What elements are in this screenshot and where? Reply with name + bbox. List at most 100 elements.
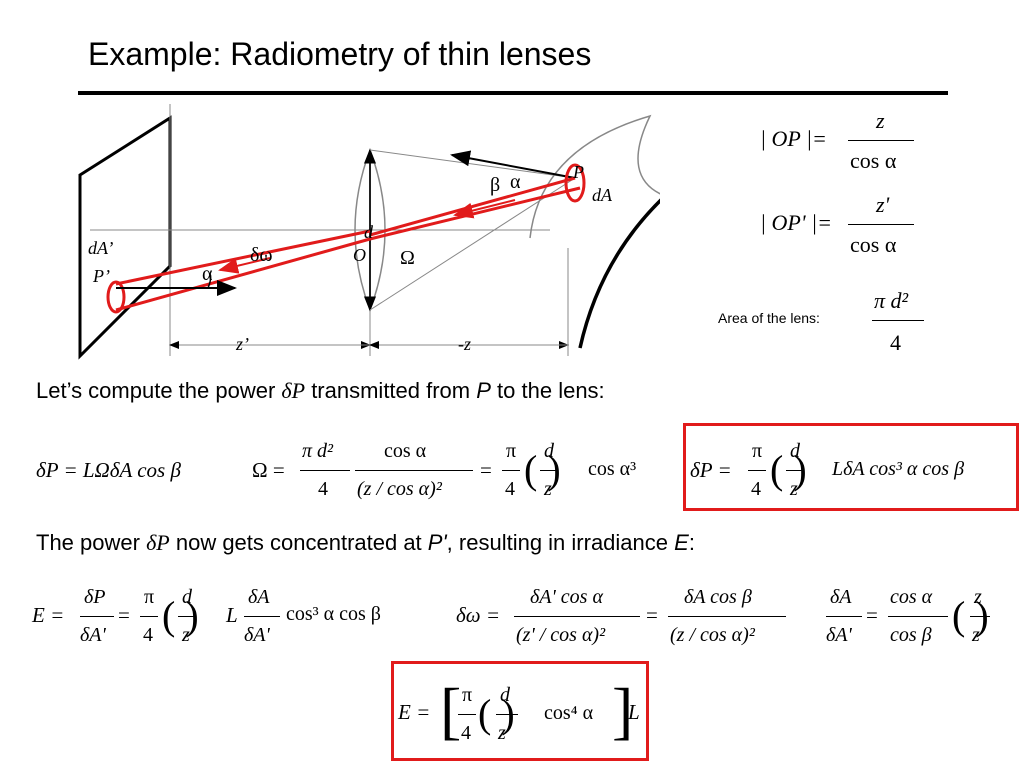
eq-power-z: z [790, 478, 798, 500]
sentence-power-transmitted: Let’s compute the power δP transmitted f… [36, 378, 605, 404]
eq-final-d: d [500, 684, 510, 706]
eq-omega-equals: = [480, 458, 492, 482]
ray-upper [369, 176, 576, 237]
opp-den: cos α [850, 232, 897, 257]
eq-domega-f2-num: δA cos β [684, 586, 752, 608]
sentence2-part-b: now gets concentrated at [169, 530, 428, 555]
label-delta-omega: δω [250, 244, 273, 266]
eq-ratio-f1-num: δA [830, 586, 852, 608]
eq-power-tail: LδA cos³ α cos β [832, 458, 965, 480]
eq-omega-z: z [544, 478, 552, 500]
eq-irradiance-eq: = [118, 603, 130, 627]
object-surface-edge [578, 198, 660, 349]
sentence1-part-c: to the lens: [490, 378, 605, 403]
eq-ratio-f2-num: cos α [890, 586, 933, 608]
eq-omega-lhs: Ω = [252, 458, 285, 482]
label-P: P [572, 162, 584, 182]
sentence2-part-d: : [688, 530, 695, 555]
dA-patch [564, 163, 586, 203]
thin-lens-diagram: dA’ P’ α δω d O Ω β α P dA z’ -z [78, 104, 660, 360]
eq-irradiance-paren: ( ) [162, 593, 199, 638]
label-beta: β [490, 174, 500, 196]
surface-normal-arrow [450, 150, 576, 179]
sentence1-dP: δP [281, 378, 306, 403]
eq-omega-f1-den: 4 [318, 478, 328, 500]
eq-irradiance-L: L [226, 603, 238, 627]
eq-irradiance-lhs: E = [32, 603, 65, 627]
eq-power-basic: δP = LΩδA cos β [36, 458, 181, 482]
eq-irradiance-4: 4 [143, 624, 153, 646]
eq-omega-f2-num: cos α [384, 440, 427, 462]
op-lhs: | OP |= [760, 126, 827, 151]
eq-final-pi-bar [458, 714, 476, 715]
label-alpha-right: α [510, 171, 521, 193]
eq-final-L: L [628, 700, 640, 724]
eq-ratio-z: z [974, 586, 982, 608]
eq-domega-f1-den: (z' / cos α)² [516, 624, 606, 646]
eq-omega-f1-bar [300, 470, 350, 471]
eq-power-4: 4 [751, 478, 761, 500]
title-underline [78, 91, 948, 95]
eq-omega-pi: π [506, 440, 517, 462]
eq-irradiance-pi-bar [140, 616, 158, 617]
op-num: z [876, 108, 885, 133]
eq-omega-pi-bar [502, 470, 520, 471]
eq-irradiance-f1-num: δP [84, 586, 106, 608]
lens-area-den: 4 [890, 330, 901, 355]
ray-image-lower [115, 237, 371, 312]
eq-domega-f2-den: (z / cos α)² [670, 624, 755, 646]
eq-power-d: d [790, 440, 800, 462]
opp-fraction-bar [848, 224, 914, 225]
opp-lhs: | OP' |= [760, 210, 832, 235]
sentence2-dP: δP [146, 530, 170, 555]
label-alpha-left: α [202, 263, 213, 285]
eq-power-paren: ( ) [770, 447, 807, 492]
eq-omega-d: d [544, 440, 554, 462]
eq-ratio-z-bar [970, 616, 990, 617]
sentence2-part-c: , resulting in irradiance [446, 530, 675, 555]
eq-ratio-paren: ( ) [952, 593, 989, 638]
eq-irradiance-f2-den: δA' [244, 624, 270, 646]
lens-area-num: π d² [874, 288, 909, 313]
eq-ratio-f2-den: cos β [890, 624, 932, 646]
eq-power-pi-bar [748, 470, 766, 471]
eq-irradiance-dz-bar [178, 616, 196, 617]
eq-final-bracket-left: [ [440, 675, 462, 746]
result-box-irradiance [391, 661, 649, 761]
eq-omega-f2-den: (z / cos α)² [357, 478, 442, 500]
label-z-prime: z’ [235, 334, 249, 354]
eq-final-lhs: E = [398, 700, 431, 724]
ray-direction-arrow [453, 199, 516, 219]
eq-irradiance-f2-bar [244, 616, 280, 617]
sentence1-part-b: transmitted from [305, 378, 477, 403]
ray-lower [369, 186, 581, 241]
eq-irradiance-f1-den: δA' [80, 624, 106, 646]
sentence2-P-prime: P' [427, 530, 447, 555]
eq-domega-f2-bar [668, 616, 786, 617]
eq-irradiance-f2-num: δA [248, 586, 270, 608]
eq-omega-tail: cos α³ [588, 458, 637, 480]
label-dA-prime: dA’ [88, 238, 113, 258]
eq-irradiance-pi: π [144, 586, 155, 608]
eq-ratio-zp: z' [972, 624, 985, 646]
eq-final-tail: cos⁴ α [544, 702, 594, 724]
cone-edge-bottom [369, 177, 576, 311]
eq-final-dz-bar [496, 714, 518, 715]
result-box-power [683, 423, 1019, 511]
op-den: cos α [850, 148, 897, 173]
eq-ratio-f2-bar [888, 616, 948, 617]
eq-irradiance-d: d [182, 586, 192, 608]
eq-omega-f1-num: π d² [302, 440, 334, 462]
eq-final-4: 4 [461, 722, 471, 744]
eq-power-lhs: δP = [690, 458, 732, 482]
eq-power-pi: π [752, 440, 763, 462]
eq-ratio-f1-den: δA' [826, 624, 852, 646]
sentence2-part-a: The power [36, 530, 147, 555]
ray-image-upper [115, 229, 371, 286]
eq-ratio-f1-bar [826, 616, 862, 617]
eq-final-zp: z' [498, 722, 511, 744]
eq-final-bracket-right: ] [612, 675, 634, 746]
label-d: d [364, 222, 374, 242]
eq-omega-dz-bar [540, 470, 558, 471]
image-plane [78, 115, 172, 360]
